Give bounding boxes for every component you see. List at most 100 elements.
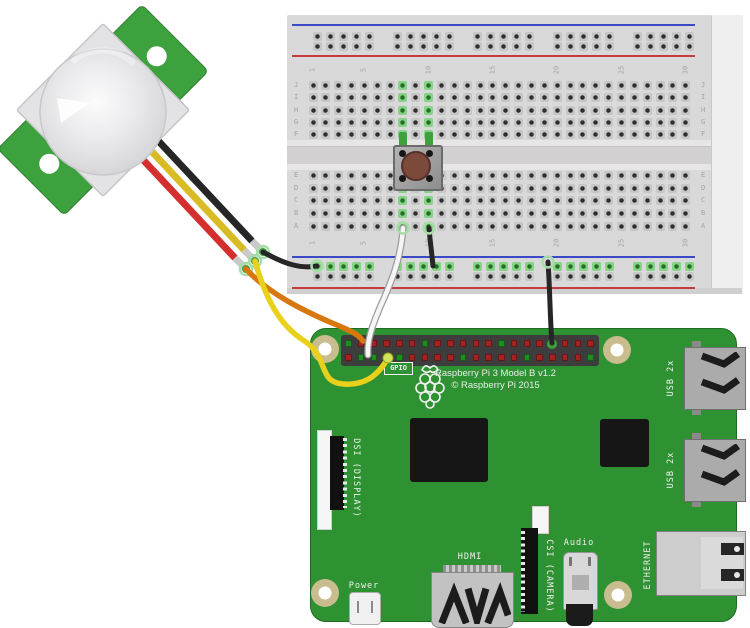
pir-dome-highlight — [57, 98, 90, 123]
breadboard-hole — [681, 129, 691, 139]
breadboard-hole — [485, 41, 495, 51]
breadboard-hole — [475, 170, 485, 180]
breadboard-hole — [684, 31, 694, 41]
breadboard-hole — [527, 183, 537, 193]
breadboard-hole — [629, 80, 639, 90]
gpio-pin — [408, 354, 416, 361]
gpio-pin — [421, 354, 428, 361]
raspberry-pi-logo — [415, 365, 445, 409]
breadboard-hole — [565, 129, 575, 139]
breadboard-row-letter: E — [701, 170, 706, 179]
breadboard-hole — [629, 92, 639, 102]
breadboard-hole — [488, 80, 498, 90]
breadboard-hole — [655, 117, 665, 127]
breadboard-hole — [347, 117, 357, 127]
breadboard-hole — [604, 129, 614, 139]
breadboard-hole-connected — [485, 261, 495, 271]
pushbutton-leg — [399, 132, 407, 146]
hdmi-teeth — [443, 565, 501, 573]
breadboard-hole — [591, 129, 601, 139]
gpio-pin — [574, 340, 581, 347]
gpio-pin — [485, 354, 492, 361]
breadboard-hole — [578, 105, 588, 115]
breadboard-hole — [462, 129, 472, 139]
breadboard-hole — [501, 80, 511, 90]
breadboard-hole — [321, 208, 331, 218]
pushbutton-pin — [426, 175, 433, 182]
breadboard-hole — [334, 221, 344, 231]
breadboard-hole — [312, 31, 322, 41]
breadboard-hole — [681, 170, 691, 180]
breadboard-hole — [321, 80, 331, 90]
audio-label: Audio — [563, 538, 595, 548]
breadboard-hole — [552, 195, 562, 205]
breadboard-hole — [552, 271, 562, 281]
breadboard-hole — [498, 31, 508, 41]
breadboard-hole — [405, 31, 415, 41]
gpio-pin — [561, 340, 569, 347]
breadboard-hole — [411, 117, 421, 127]
breadboard-hole — [449, 170, 459, 180]
breadboard-hole — [527, 105, 537, 115]
breadboard-hole — [527, 195, 537, 205]
breadboard-hole — [359, 208, 369, 218]
breadboard-hole — [655, 170, 665, 180]
breadboard-hole — [565, 31, 575, 41]
breadboard-hole — [359, 80, 369, 90]
breadboard-hole — [475, 80, 485, 90]
csi-connector — [521, 528, 538, 614]
breadboard-hole — [308, 129, 318, 139]
breadboard-hole — [578, 271, 588, 281]
pushbutton-pin — [399, 150, 406, 157]
breadboard-hole — [347, 170, 357, 180]
breadboard-hole — [364, 41, 374, 51]
gpio-pin — [510, 354, 518, 361]
breadboard-hole — [527, 92, 537, 102]
breadboard-hole — [591, 117, 601, 127]
top-rail-blue-line — [292, 24, 695, 26]
gpio-pin — [434, 340, 441, 347]
breadboard-hole — [501, 170, 511, 180]
breadboard-hole — [488, 117, 498, 127]
breadboard-hole — [629, 183, 639, 193]
breadboard-hole — [385, 80, 395, 90]
breadboard-hole — [514, 129, 524, 139]
breadboard-hole — [321, 129, 331, 139]
breadboard-hole — [681, 195, 691, 205]
breadboard-hole-connected — [424, 105, 434, 115]
breadboard-hole — [488, 170, 498, 180]
pushbutton-leg — [425, 132, 433, 146]
breadboard-hole — [431, 271, 441, 281]
breadboard-hole — [604, 92, 614, 102]
gpio-pin — [345, 354, 352, 361]
usb-controller-chip — [600, 419, 649, 467]
breadboard-hole — [645, 41, 655, 51]
usb-tab — [692, 409, 701, 415]
breadboard-hole — [668, 92, 678, 102]
breadboard-hole — [524, 41, 534, 51]
gpio-pin — [587, 340, 594, 347]
breadboard-hole — [684, 41, 694, 51]
breadboard-hole — [578, 92, 588, 102]
breadboard-hole-connected — [524, 261, 534, 271]
gpio-pin — [396, 340, 403, 347]
breadboard-hole — [668, 195, 678, 205]
breadboard-hole — [565, 221, 575, 231]
breadboard-hole-connected — [578, 261, 588, 271]
breadboard-hole — [437, 92, 447, 102]
breadboard-hole-connected — [604, 261, 614, 271]
breadboard-hole-connected — [472, 261, 482, 271]
breadboard-row-letter: C — [701, 195, 706, 204]
breadboard-hole — [591, 31, 601, 41]
breadboard-hole — [578, 80, 588, 90]
breadboard-gap-upper — [287, 140, 711, 146]
breadboard-hole — [578, 117, 588, 127]
breadboard-hole — [338, 31, 348, 41]
breadboard-hole — [552, 183, 562, 193]
breadboard-hole — [364, 31, 374, 41]
breadboard-hole-connected — [424, 195, 434, 205]
breadboard-hole — [444, 271, 454, 281]
breadboard-hole — [668, 183, 678, 193]
breadboard-hole — [578, 208, 588, 218]
